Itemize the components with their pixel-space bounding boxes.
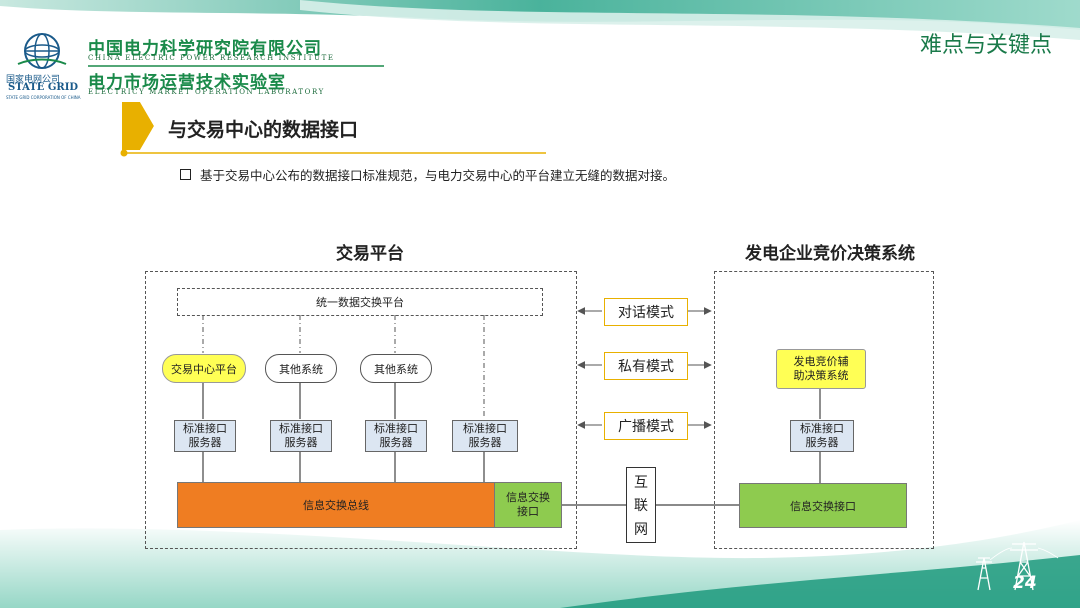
broadcast-mode: 广播模式 <box>604 412 688 440</box>
internet-char-3: 网 <box>634 521 648 538</box>
bus-exchange-interface: 信息交换 接口 <box>494 482 562 528</box>
server-label-line2: 服务器 <box>379 436 413 449</box>
right-panel-title: 发电企业竞价决策系统 <box>745 244 915 264</box>
bus-if-line1: 信息交换 <box>506 491 550 504</box>
trading-platform-panel <box>145 271 577 549</box>
bus-if-line2: 接口 <box>517 505 539 518</box>
interface-server-2: 标准接口 服务器 <box>270 420 332 452</box>
bottom-swoosh-dark <box>560 555 1080 608</box>
server-label-line1: 标准接口 <box>374 422 418 435</box>
left-panel-title: 交易平台 <box>336 244 404 264</box>
bullet-square-icon <box>180 169 191 180</box>
page-number: 24 <box>1013 573 1037 593</box>
decision-line2: 助决策系统 <box>793 369 849 382</box>
state-grid-name-en: STATE GRID <box>8 82 79 93</box>
right-exchange-interface: 信息交换接口 <box>739 483 907 528</box>
decision-system-panel <box>714 271 934 549</box>
org-name-en: CHINA ELECTRIC POWER RESEARCH INSTITUTE <box>88 54 335 62</box>
state-grid-name-cn: 国家电网公司 <box>6 75 61 85</box>
section-title: 与交易中心的数据接口 <box>168 119 359 141</box>
interface-server-4: 标准接口 服务器 <box>452 420 518 452</box>
server-label-line2: 服务器 <box>805 436 839 449</box>
top-swoosh-light <box>300 0 1080 40</box>
section-title-marker <box>120 102 546 157</box>
dialog-mode: 对话模式 <box>604 298 688 326</box>
state-grid-name-tiny: STATE GRID CORPORATION OF CHINA <box>6 95 81 100</box>
server-label-line1: 标准接口 <box>279 422 323 435</box>
interface-server-right: 标准接口 服务器 <box>790 420 854 452</box>
server-label-line1: 标准接口 <box>800 422 844 435</box>
bullet-text: 基于交易中心公布的数据接口标准规范，与电力交易中心的平台建立无缝的数据对接。 <box>200 168 676 183</box>
transmission-tower-icon <box>976 541 1059 591</box>
state-grid-logo-icon <box>17 33 67 69</box>
server-label-line2: 服务器 <box>188 436 222 449</box>
interface-server-3: 标准接口 服务器 <box>365 420 427 452</box>
interface-server-1: 标准接口 服务器 <box>174 420 236 452</box>
information-exchange-bus: 信息交换总线 <box>177 482 495 528</box>
internet-box: 互 联 网 <box>626 467 656 543</box>
decision-line1: 发电竞价辅 <box>793 355 849 368</box>
server-label-line2: 服务器 <box>468 436 502 449</box>
trading-center-platform: 交易中心平台 <box>162 354 246 383</box>
internet-char-2: 联 <box>634 498 648 514</box>
server-label-line1: 标准接口 <box>183 422 227 435</box>
internet-char-1: 互 <box>634 474 648 491</box>
slide-topic: 难点与关键点 <box>919 33 1052 58</box>
server-label-line1: 标准接口 <box>463 422 507 435</box>
bidding-decision-system: 发电竞价辅 助决策系统 <box>776 349 866 389</box>
lab-name-en: ELECTRICY MARKET OPERATION LABORATORY <box>88 88 325 96</box>
other-system-1: 其他系统 <box>265 354 337 383</box>
private-mode: 私有模式 <box>604 352 688 380</box>
org-name-cn: 中国电力科学研究院有限公司 <box>88 39 322 59</box>
other-system-2: 其他系统 <box>360 354 432 383</box>
data-exchange-platform: 统一数据交换平台 <box>177 288 543 316</box>
lab-name-cn: 电力市场运营技术实验室 <box>88 73 286 93</box>
server-label-line2: 服务器 <box>284 436 318 449</box>
